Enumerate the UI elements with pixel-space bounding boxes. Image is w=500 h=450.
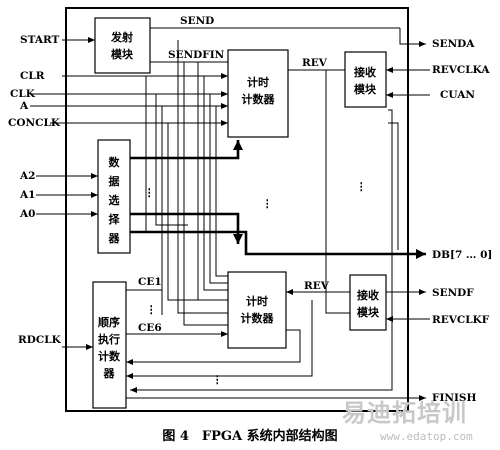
sequencer-counter: 顺序 执行 计数 器 <box>92 281 127 409</box>
svg-text:接收: 接收 <box>354 65 376 79</box>
label-clk: CLK <box>10 88 36 100</box>
label-ce6: CE6 <box>138 322 162 334</box>
label-rev-bottom: REV <box>304 280 330 292</box>
label-ce1: CE1 <box>138 276 162 288</box>
ellipsis-4: ⋮ <box>146 304 157 316</box>
transmit-module: 发射 模块 <box>94 17 151 74</box>
svg-text:择: 择 <box>109 212 121 226</box>
svg-text:数: 数 <box>109 155 121 169</box>
svg-text:顺序: 顺序 <box>98 315 120 329</box>
svg-text:计时: 计时 <box>247 75 269 89</box>
svg-text:发射: 发射 <box>110 30 133 44</box>
svg-text:执行: 执行 <box>98 332 120 346</box>
figure-caption: 图 4 FPGA 系统内部结构图 <box>162 428 337 444</box>
svg-text:器: 器 <box>108 232 121 245</box>
label-db: DB[7 … 0] <box>432 249 492 261</box>
ellipsis-3: ⋮ <box>356 181 367 193</box>
label-a2: A2 <box>19 170 35 182</box>
svg-text:计数器: 计数器 <box>242 92 276 106</box>
svg-text:模块: 模块 <box>357 305 380 319</box>
label-start: START <box>20 34 60 46</box>
label-a1: A1 <box>19 189 35 201</box>
svg-text:计数器: 计数器 <box>241 311 275 325</box>
data-selector: 数 据 选 择 器 <box>97 139 131 254</box>
label-revclkf: REVCLKF <box>432 314 490 326</box>
label-sendf: SENDF <box>432 287 474 299</box>
label-clr: CLR <box>20 70 45 82</box>
ellipsis-1: ⋮ <box>144 187 155 199</box>
label-finish: FINISH <box>432 392 476 404</box>
label-a0: A0 <box>19 208 35 220</box>
timer-counter-top: 计时 计数器 <box>227 49 289 138</box>
ellipsis-2: ⋮ <box>262 198 273 210</box>
label-senda: SENDA <box>432 38 475 50</box>
receive-module-bottom: 接收 模块 <box>349 274 387 331</box>
label-sendfin: SENDFIN <box>168 49 225 61</box>
fpga-boundary <box>65 7 409 412</box>
label-rev-top: REV <box>302 57 328 69</box>
svg-text:据: 据 <box>109 174 120 188</box>
watermark-name: 易迪拓培训 <box>342 399 467 427</box>
svg-text:器: 器 <box>103 367 116 380</box>
ellipsis-5: ⋮ <box>212 374 223 386</box>
watermark-url: www.edatop.com <box>380 430 473 443</box>
label-cuan: CUAN <box>440 89 475 101</box>
svg-text:接收: 接收 <box>357 288 379 302</box>
label-rdclk: RDCLK <box>18 334 62 346</box>
receive-module-top: 接收 模块 <box>344 51 387 108</box>
svg-text:模块: 模块 <box>354 82 377 96</box>
svg-text:模块: 模块 <box>111 47 134 61</box>
label-a: A <box>19 100 29 112</box>
timer-counter-bottom: 计时 计数器 <box>227 271 287 349</box>
label-conclk: CONCLK <box>8 117 61 129</box>
svg-text:选: 选 <box>109 193 120 207</box>
svg-text:计时: 计时 <box>246 294 268 308</box>
label-revclka: REVCLKA <box>432 64 490 76</box>
label-send: SEND <box>180 15 214 27</box>
svg-text:计数: 计数 <box>98 349 121 363</box>
